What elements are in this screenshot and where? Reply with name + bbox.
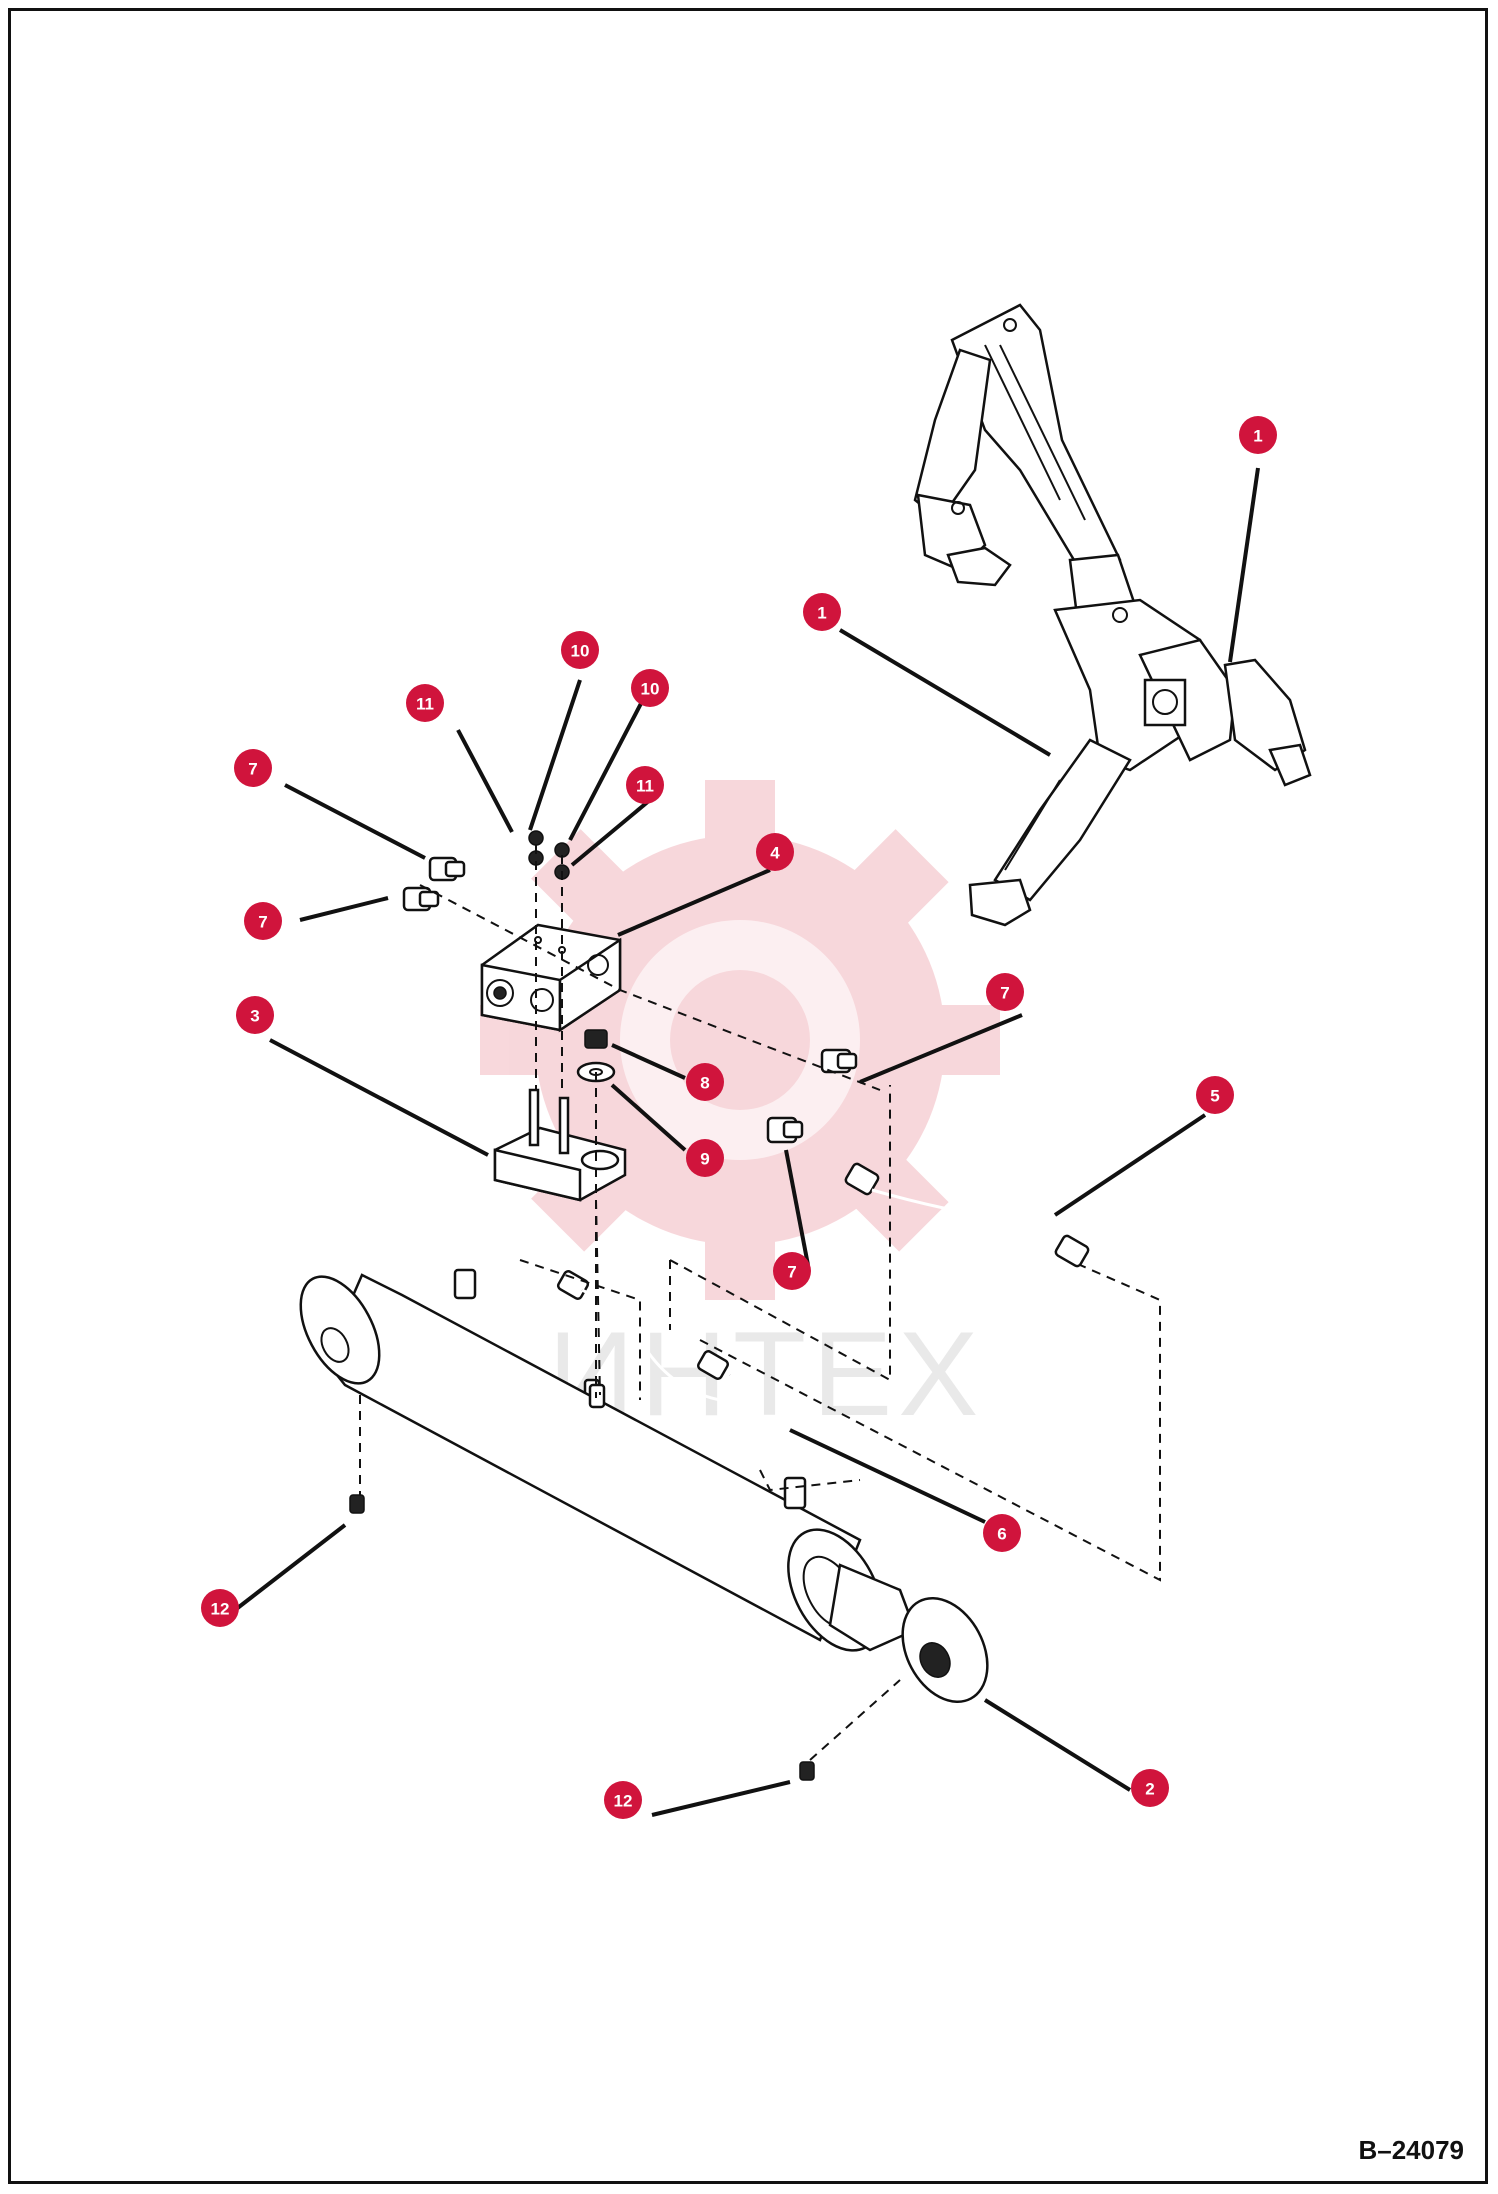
callout-label: 12 bbox=[211, 1600, 230, 1619]
callout-marker-circle bbox=[236, 996, 274, 1034]
callout-marker-circle bbox=[773, 1252, 811, 1290]
callout-12a: 12 bbox=[201, 1589, 239, 1627]
callout-marker-circle bbox=[756, 833, 794, 871]
callout-label: 8 bbox=[700, 1074, 709, 1093]
callout-6: 6 bbox=[983, 1514, 1021, 1552]
callout-8: 8 bbox=[686, 1063, 724, 1101]
hydraulic-cylinder bbox=[299, 1268, 989, 1703]
callout-label: 1 bbox=[1253, 427, 1262, 446]
backhoe-assembly bbox=[913, 303, 1312, 927]
callout-9: 9 bbox=[686, 1139, 724, 1177]
callout-marker-circle bbox=[201, 1589, 239, 1627]
callout-marker-circle bbox=[604, 1781, 642, 1819]
callout-label: 4 bbox=[770, 844, 780, 863]
callout-marker-circle bbox=[686, 1139, 724, 1177]
fittings bbox=[402, 830, 858, 1144]
callout-marker-circle bbox=[561, 631, 599, 669]
callout-label: 7 bbox=[248, 760, 257, 779]
nut bbox=[584, 1029, 608, 1049]
valve-block bbox=[480, 923, 622, 1033]
callout-label: 6 bbox=[997, 1525, 1006, 1544]
grease-fitting-left bbox=[349, 1494, 365, 1514]
callout-label: 7 bbox=[258, 913, 267, 932]
callout-label: 7 bbox=[1000, 984, 1009, 1003]
callout-label: 9 bbox=[700, 1150, 709, 1169]
fitting-7-lower bbox=[402, 886, 440, 912]
callout-7d: 7 bbox=[773, 1252, 811, 1290]
callout-marker-circle bbox=[1196, 1076, 1234, 1114]
callout-7a: 7 bbox=[234, 749, 272, 787]
callout-marker-circle bbox=[244, 902, 282, 940]
callout-4: 4 bbox=[756, 833, 794, 871]
callout-label: 7 bbox=[787, 1263, 796, 1282]
callout-label: 12 bbox=[614, 1792, 633, 1811]
callout-label: 11 bbox=[636, 777, 654, 796]
drawing-number: B–24079 bbox=[1358, 2135, 1464, 2165]
callout-label: 10 bbox=[571, 642, 590, 661]
callout-12b: 12 bbox=[604, 1781, 642, 1819]
callout-label: 10 bbox=[641, 680, 660, 699]
callout-11b: 11 bbox=[626, 766, 664, 804]
callout-2: 2 bbox=[1131, 1769, 1169, 1807]
callout-11a: 11 bbox=[406, 684, 444, 722]
callout-marker-circle bbox=[803, 593, 841, 631]
callout-label: 1 bbox=[817, 604, 826, 623]
callout-label: 2 bbox=[1145, 1780, 1154, 1799]
callout-marker-circle bbox=[1239, 416, 1277, 454]
fitting-7-right bbox=[820, 1048, 858, 1074]
callout-1a: 1 bbox=[1239, 416, 1277, 454]
callout-label: 11 bbox=[416, 695, 434, 714]
callout-marker-circle bbox=[626, 766, 664, 804]
watermark: ИНТЕХ bbox=[480, 780, 1000, 1441]
callout-label: 3 bbox=[250, 1007, 259, 1026]
callout-10b: 10 bbox=[631, 669, 669, 707]
callout-10a: 10 bbox=[561, 631, 599, 669]
callout-1b: 1 bbox=[803, 593, 841, 631]
mounting-bracket bbox=[493, 1088, 627, 1202]
callout-marker-circle bbox=[234, 749, 272, 787]
callout-7c: 7 bbox=[986, 973, 1024, 1011]
callout-5: 5 bbox=[1196, 1076, 1234, 1114]
fitting-7-mid bbox=[766, 1116, 804, 1144]
callout-7b: 7 bbox=[244, 902, 282, 940]
callout-label: 5 bbox=[1210, 1087, 1219, 1106]
callout-marker-circle bbox=[631, 669, 669, 707]
callout-marker-circle bbox=[686, 1063, 724, 1101]
callout-marker-circle bbox=[983, 1514, 1021, 1552]
leader-lines bbox=[233, 467, 1260, 1817]
drawing-frame bbox=[8, 8, 1488, 2184]
callout-3: 3 bbox=[236, 996, 274, 1034]
fitting-7-upper bbox=[428, 856, 466, 882]
hydraulic-tube-5 bbox=[844, 1162, 1090, 1268]
callout-marker-circle bbox=[986, 973, 1024, 1011]
callout-marker-circle bbox=[1131, 1769, 1169, 1807]
assembly-lines bbox=[359, 845, 1161, 1761]
grease-fitting-right bbox=[799, 1761, 815, 1781]
callout-marker-circle bbox=[406, 684, 444, 722]
